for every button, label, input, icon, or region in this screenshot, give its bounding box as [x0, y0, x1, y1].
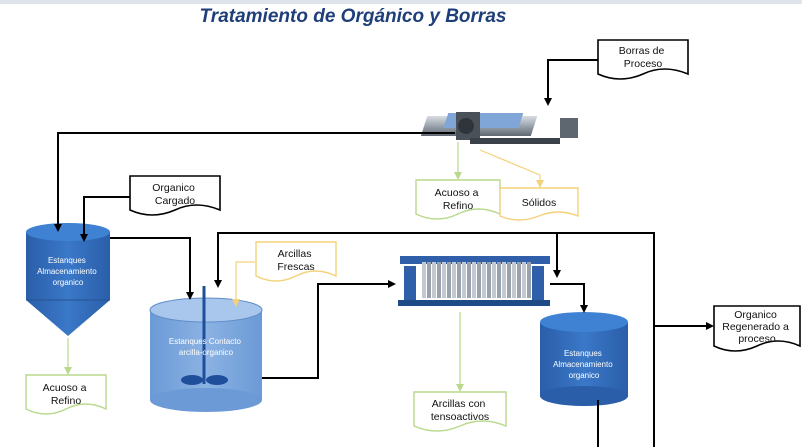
tank-label-line: Almacenamiento [553, 360, 613, 369]
filter-plate [457, 262, 461, 298]
tank-label-line: Estanques [564, 349, 602, 358]
tank-label-line: Estanques Contacto [169, 337, 242, 346]
doc-organico-cargado: Organico Cargado [129, 175, 221, 216]
flow-filter-to-storage [550, 283, 588, 313]
tank-label-line: Estanques [48, 256, 86, 265]
filter-plate [527, 262, 531, 298]
svg-text:Acuoso a Refino: Acuoso a Refino [43, 382, 90, 407]
doc-text-line: Arcillas [278, 248, 312, 260]
doc-text-line: Regenerado a [722, 321, 789, 333]
doc-solidos: Sólidos [499, 187, 579, 221]
doc-text-line: Proceso [624, 58, 663, 70]
svg-text:Organico Regenerado a: Organico Regenerado a proceso [722, 309, 791, 345]
tank-label-line: organico [53, 278, 84, 287]
tank-label-line: arcilla-organico [179, 348, 234, 357]
agitator-icon [181, 286, 228, 385]
flow-storage-to-contact [110, 237, 194, 300]
doc-text-line: Organico [734, 309, 777, 321]
storage-tank-right-label: Estanques Almacenamiento organico [553, 349, 615, 380]
outflow-lines [64, 142, 544, 392]
filter-plate [522, 262, 526, 298]
flow-borras-to-centrifuge [544, 59, 598, 106]
storage-tank-left [26, 223, 110, 336]
doc-organico-regenerado: Organico Regenerado a proceso [713, 305, 801, 352]
svg-text:Organico Cargado: Organico Cargado [152, 182, 198, 207]
filter-plate [452, 262, 456, 298]
svg-text:Arcillas con tensoactivo: Arcillas con tensoactivos [431, 398, 489, 423]
filter-plate [467, 262, 471, 298]
filter-plate [427, 262, 431, 298]
flow-arcillas-frescas [232, 261, 255, 307]
filter-plate [422, 262, 426, 298]
tank-label-line: Almacenamiento [37, 267, 97, 276]
doc-text-line: Organico [152, 182, 195, 194]
filter-plate [497, 262, 501, 298]
filter-plate [507, 262, 511, 298]
doc-text-line: Acuoso a [43, 382, 87, 394]
doc-text-line: Sólidos [522, 197, 556, 209]
doc-text-line: tensoactivos [431, 411, 489, 423]
decanter-centrifuge-icon [420, 112, 578, 144]
filter-plate [437, 262, 441, 298]
filter-plate [512, 262, 516, 298]
svg-text:Borras de Proceso: Borras de Proceso [619, 45, 667, 70]
doc-text-line: Cargado [155, 195, 195, 207]
filter-plate [492, 262, 496, 298]
filter-plate [472, 262, 476, 298]
svg-text:Acuoso a Refino: Acuoso a Refino [435, 187, 482, 212]
doc-text-line: Borras de [619, 45, 665, 57]
diagram-title: Tratamiento de Orgánico y Borras [200, 6, 507, 27]
doc-text-line: Arcillas con [432, 398, 486, 410]
filter-plate [447, 262, 451, 298]
doc-arcillas-tensoactivos: Arcillas con tensoactivos [413, 391, 507, 432]
filter-plate [487, 262, 491, 298]
flow-cargado-to-storage [80, 196, 130, 242]
flow-contact-to-filter [262, 280, 396, 379]
flow-recycle-to-contact [214, 232, 655, 447]
storage-tank-right [540, 312, 628, 406]
flow-solidos [479, 149, 544, 188]
contact-tank [149, 297, 263, 412]
filter-plate [517, 262, 521, 298]
svg-text:Sólidos: Sólidos [522, 197, 556, 209]
doc-text-line: Frescas [277, 261, 314, 273]
doc-text-line: Acuoso a [435, 187, 479, 199]
filter-plate [502, 262, 506, 298]
doc-arcillas-frescas: Arcillas Frescas [255, 241, 337, 282]
doc-borras-de-proceso: Borras de Proceso [597, 39, 689, 80]
doc-acuoso-refino-top: Acuoso a Refino [415, 179, 501, 220]
contact-tank-label: Estanques Contacto arcilla-organico [169, 337, 243, 357]
filter-plate [462, 262, 466, 298]
doc-text-line: Refino [51, 395, 82, 407]
doc-acuoso-refino-bottom: Acuoso a Refino [25, 374, 107, 415]
window-top-border [0, 0, 802, 4]
filter-plate [477, 262, 481, 298]
storage-tank-left-label: Estanques Almacenamiento organico [37, 256, 99, 287]
svg-text:Arcillas Frescas: Arcillas Frescas [277, 248, 314, 273]
doc-text-line: Refino [443, 200, 474, 212]
doc-text-line: proceso [738, 333, 776, 345]
filter-plate [432, 262, 436, 298]
flow-centrifuge-to-storage [54, 132, 455, 232]
tank-label-line: organico [569, 371, 600, 380]
process-flow-lines [54, 59, 714, 447]
filter-plate [442, 262, 446, 298]
filter-plate [482, 262, 486, 298]
filter-press-icon [398, 256, 550, 306]
